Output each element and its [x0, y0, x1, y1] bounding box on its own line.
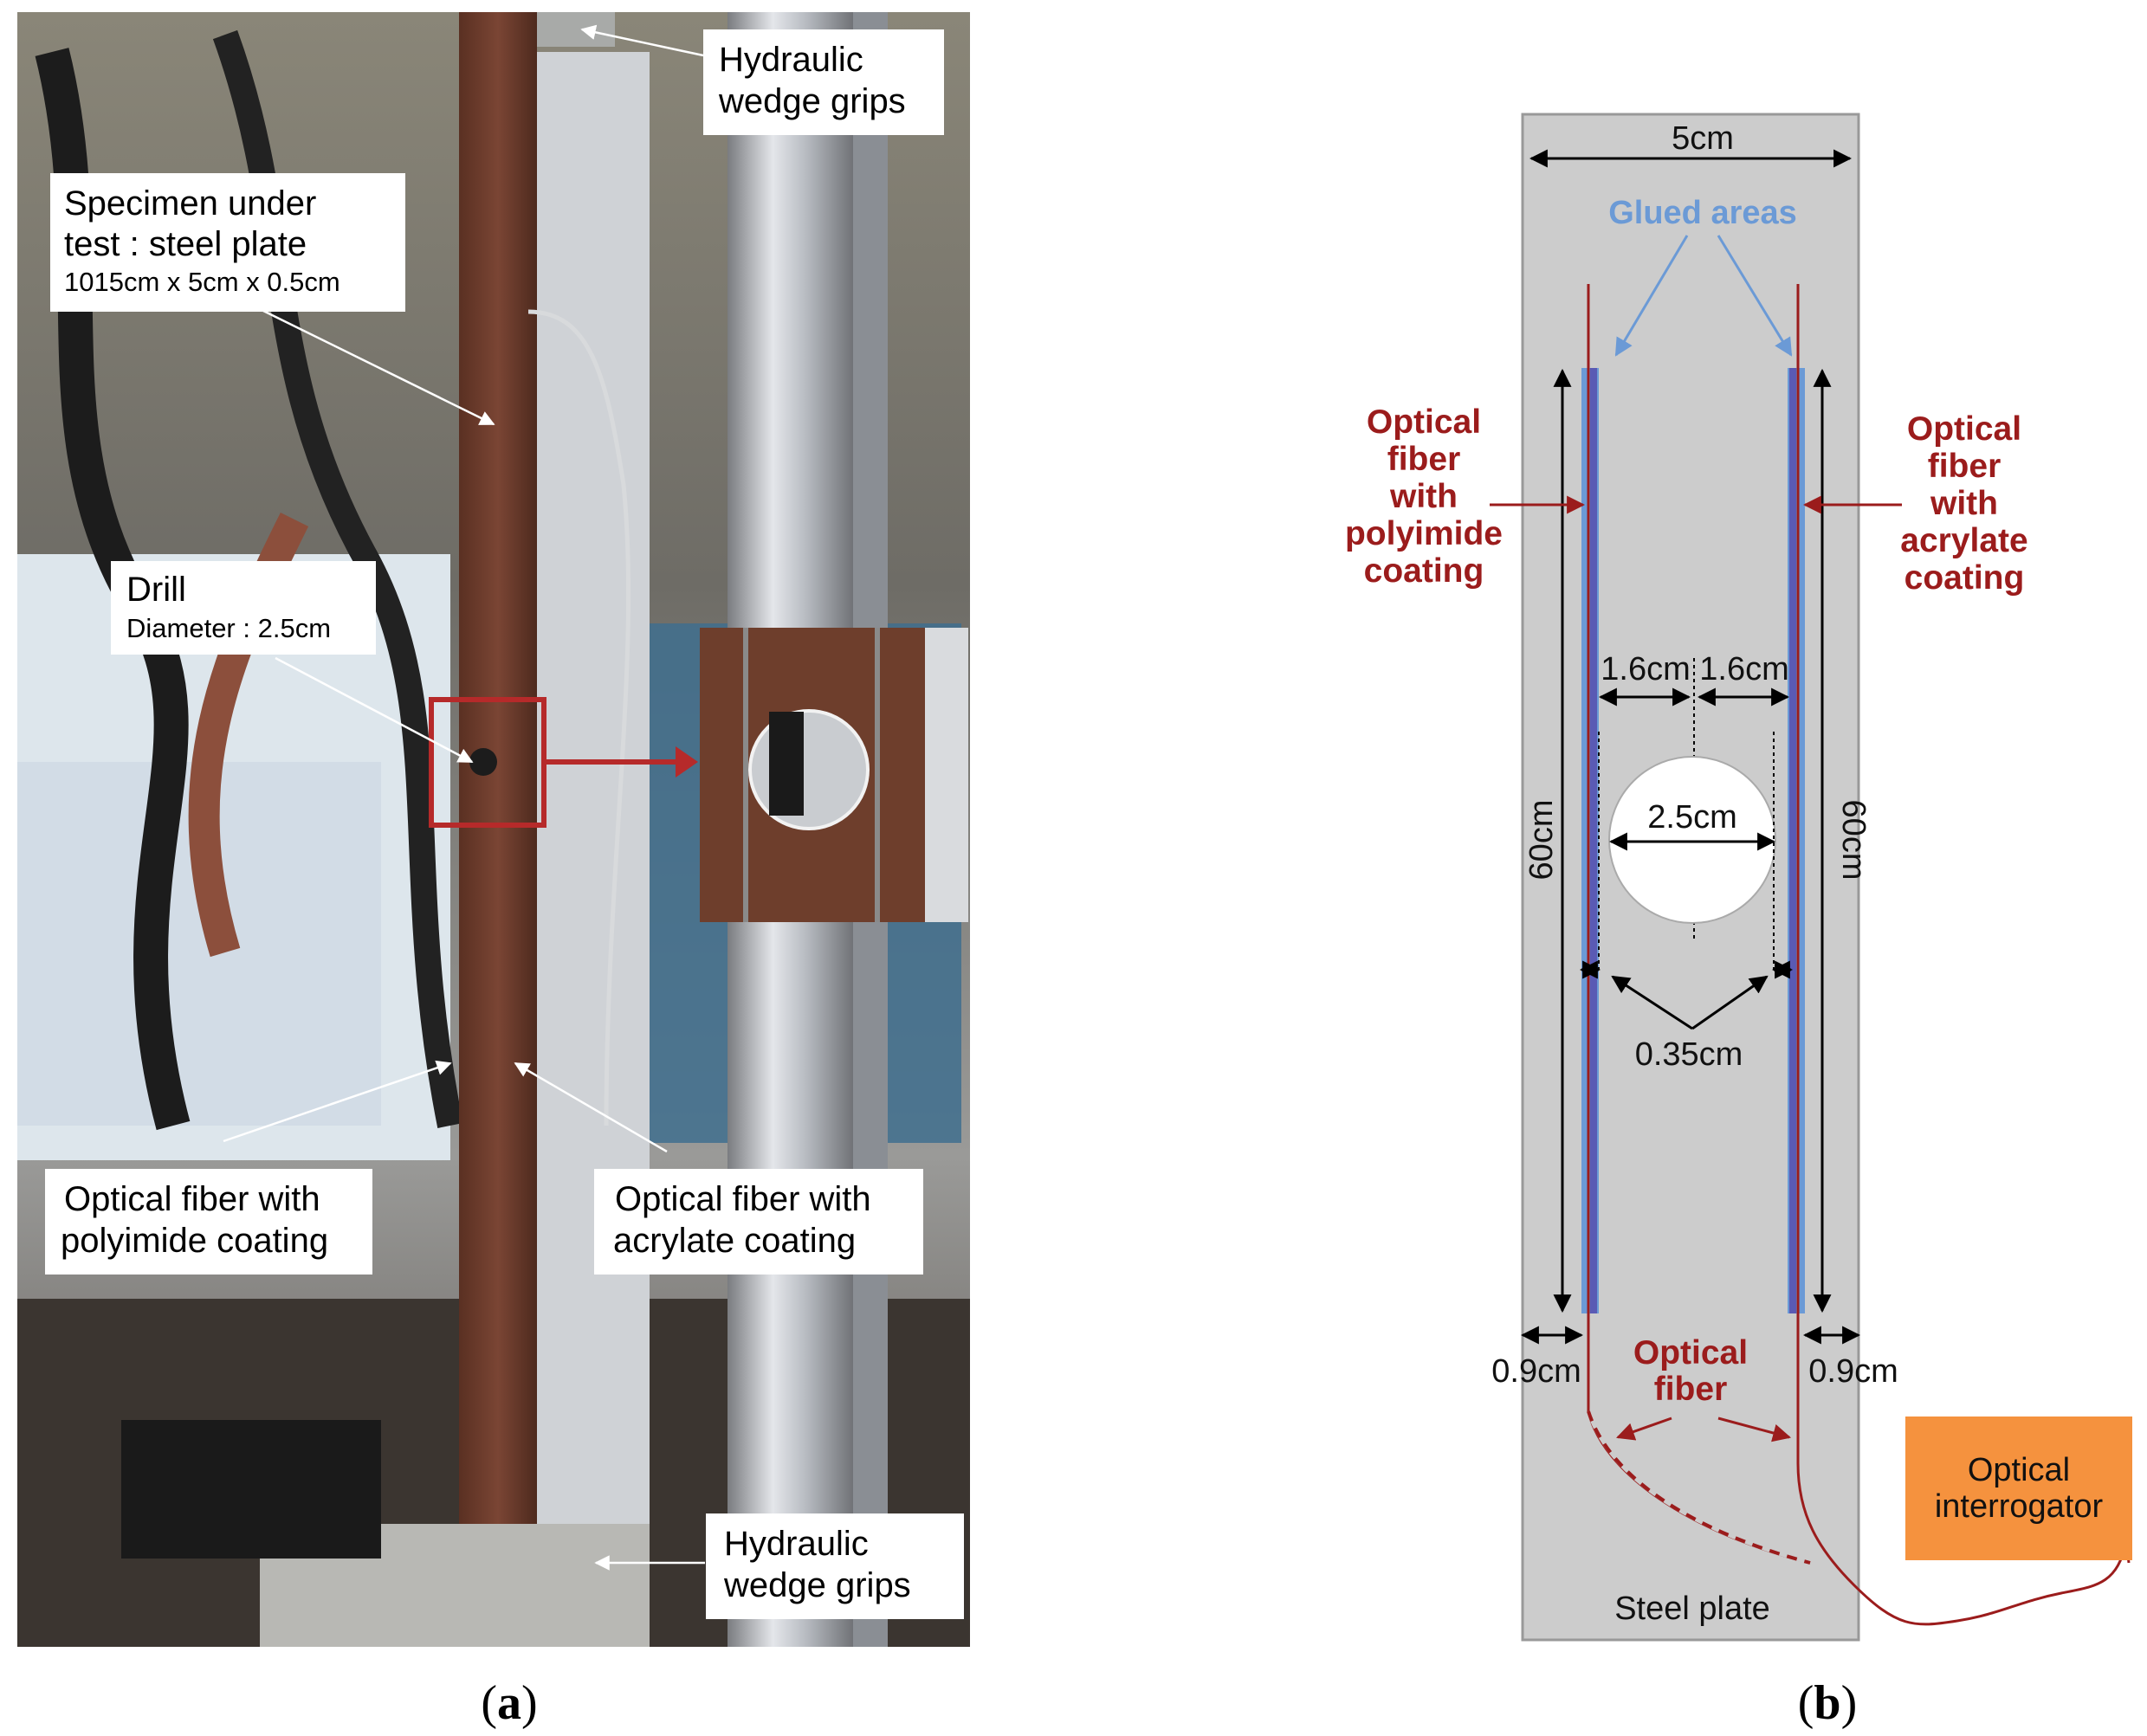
svg-text:with: with — [1389, 478, 1458, 515]
optical-fiber-arrow-right — [1717, 1417, 1792, 1442]
fixture-panel — [537, 52, 650, 1593]
svg-text:Optical: Optical — [1367, 403, 1481, 441]
pointer-fiber-polyimide — [223, 1060, 452, 1143]
callout-text: wedge grips — [723, 1566, 911, 1604]
callout-grips-bottom: Hydraulic wedge grips — [706, 1513, 964, 1619]
callout-fiber-acrylate: Optical fiber with acrylate coating — [594, 1169, 923, 1275]
callout-text: Drill — [126, 571, 186, 609]
drill-hole — [469, 748, 497, 776]
callout-grips-top: Hydraulic wedge grips — [703, 29, 944, 135]
optical-fiber-label: fiber — [1654, 1371, 1728, 1408]
length-label-right: 60cm — [1835, 800, 1872, 881]
pointer-grips-top — [580, 24, 704, 57]
svg-text:Optical: Optical — [1907, 410, 2021, 448]
callout-text: Diameter : 2.5cm — [126, 613, 331, 643]
width-dimension-label: 5cm — [1672, 120, 1734, 157]
pointer-drill — [275, 656, 474, 764]
callout-text: Hydraulic — [719, 41, 863, 79]
svg-text:polyimide: polyimide — [1345, 515, 1503, 552]
callout-text: Optical fiber with — [615, 1180, 871, 1218]
fiber-label-right: Optical fiber with acrylate coating — [1900, 410, 2027, 597]
top-grip — [537, 12, 615, 47]
interrogator-label: interrogator — [1935, 1488, 2104, 1525]
zoom-arrowhead — [676, 746, 698, 778]
callout-drill: Drill Diameter : 2.5cm — [111, 561, 376, 655]
svg-text:acrylate: acrylate — [1900, 522, 2027, 559]
fiber-strip-left — [1590, 368, 1597, 1313]
length-label-left: 60cm — [1523, 800, 1560, 881]
steel-plate-label: Steel plate — [1614, 1591, 1770, 1627]
steel-specimen — [459, 12, 537, 1553]
margin-label-left: 0.9cm — [1491, 1353, 1581, 1390]
instrument-box — [121, 1420, 381, 1559]
zoom-inset — [700, 628, 968, 922]
callout-text: Optical fiber with — [64, 1180, 320, 1218]
callout-text: polyimide coating — [61, 1222, 328, 1260]
gap-label: 0.35cm — [1635, 1036, 1743, 1073]
callout-text: wedge grips — [718, 82, 906, 120]
pointer-fiber-acrylate — [514, 1062, 668, 1153]
photo-panel: Hydraulic wedge grips Specimen under tes… — [17, 12, 970, 1647]
fiber-label-left: Optical fiber with polyimide coating — [1345, 403, 1503, 590]
pointer-specimen — [259, 307, 495, 426]
callout-text: acrylate coating — [613, 1222, 856, 1260]
optical-fiber-arrow-left — [1616, 1417, 1672, 1441]
callout-specimen: Specimen under test : steel plate 1015cm… — [50, 173, 405, 312]
fiber-strip-right — [1789, 368, 1796, 1313]
svg-text:coating: coating — [1904, 559, 2025, 597]
callout-text: test : steel plate — [64, 225, 307, 263]
margin-label-right: 0.9cm — [1808, 1353, 1898, 1390]
hole-diameter-label: 2.5cm — [1647, 799, 1736, 836]
callout-text: 1015cm x 5cm x 0.5cm — [64, 267, 340, 297]
schematic-panel: 5cm Glued areas 60cm 60cm Optical fiber … — [1345, 113, 2132, 1642]
interrogator-label: Optical — [1968, 1452, 2070, 1488]
gap-arrow-left — [1611, 975, 1693, 1030]
fiber-mask — [1587, 1410, 1811, 1565]
svg-text:with: with — [1930, 485, 1998, 522]
panel-label-b: (b) — [1798, 1676, 1857, 1730]
glued-arrow-left — [1614, 235, 1689, 357]
glued-arrow-right — [1717, 235, 1793, 357]
svg-text:coating: coating — [1364, 552, 1484, 590]
svg-text:fiber: fiber — [1928, 448, 2001, 485]
callout-text: Specimen under — [64, 184, 316, 223]
fiber-right — [1796, 284, 2131, 1626]
offset-label-left: 1.6cm — [1601, 651, 1690, 687]
callout-fiber-polyimide: Optical fiber with polyimide coating — [45, 1169, 372, 1275]
glued-areas-label: Glued areas — [1608, 195, 1797, 231]
panel-label-a: (a) — [481, 1676, 537, 1730]
svg-text:fiber: fiber — [1387, 441, 1461, 478]
photo-fiber — [527, 309, 631, 1126]
gap-arrow-right — [1691, 975, 1769, 1030]
offset-label-right: 1.6cm — [1699, 651, 1788, 687]
callout-text: Hydraulic — [724, 1525, 869, 1563]
optical-fiber-label: Optical — [1633, 1334, 1748, 1371]
optical-interrogator — [1905, 1417, 2132, 1560]
hole — [1608, 756, 1776, 924]
